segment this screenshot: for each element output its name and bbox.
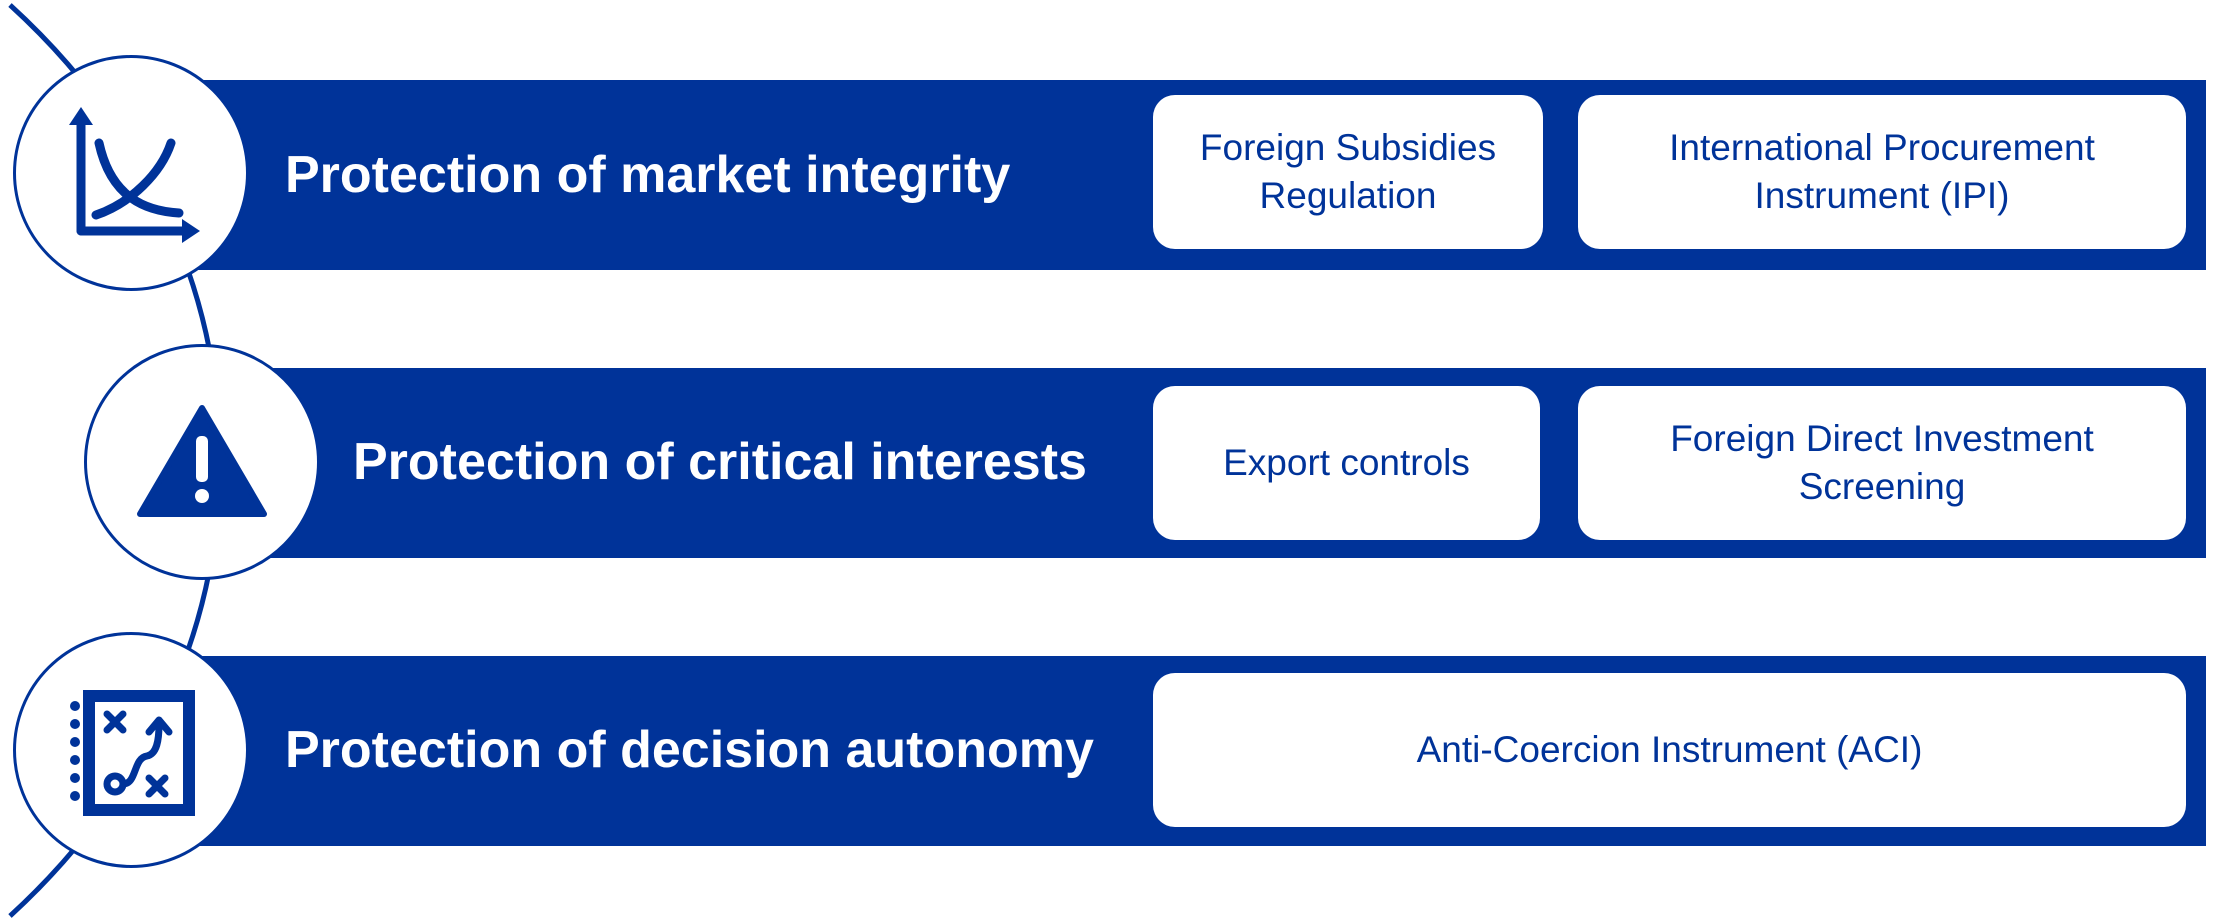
- supply-demand-chart-icon: [69, 107, 200, 243]
- row-title-decision-autonomy: Protection of decision autonomy: [285, 721, 1094, 779]
- row-title-market-integrity: Protection of market integrity: [285, 146, 1011, 204]
- icon-circle-critical-interests: [84, 344, 320, 580]
- instrument-box-fdi-screening[interactable]: Foreign Direct Investment Screening: [1578, 386, 2186, 540]
- instrument-label-line: Regulation: [1259, 175, 1437, 216]
- instrument-label-line: International Procurement: [1669, 127, 2095, 168]
- warning-triangle-icon: [137, 405, 267, 517]
- instrument-box-foreign-subsidies[interactable]: Foreign Subsidies Regulation: [1153, 95, 1543, 249]
- instrument-label-line: Foreign Subsidies: [1199, 127, 1497, 168]
- instrument-label-line: Foreign Direct Investment: [1670, 418, 2094, 459]
- instrument-label-line: Instrument (IPI): [1754, 175, 2010, 216]
- instrument-label-line: Export controls: [1223, 442, 1470, 483]
- icon-circle-market-integrity: [13, 55, 249, 291]
- icon-circle-decision-autonomy: [13, 632, 249, 868]
- strategy-notebook-icon: [70, 690, 195, 816]
- row-title-critical-interests: Protection of critical interests: [353, 433, 1087, 491]
- instrument-label-line: Screening: [1798, 466, 1966, 507]
- instrument-label-line: Anti-Coercion Instrument (ACI): [1416, 729, 1923, 770]
- instrument-box-ipi[interactable]: International Procurement Instrument (IP…: [1578, 95, 2186, 249]
- instrument-box-aci[interactable]: Anti-Coercion Instrument (ACI): [1153, 673, 2186, 827]
- instrument-box-export-controls[interactable]: Export controls: [1153, 386, 1540, 540]
